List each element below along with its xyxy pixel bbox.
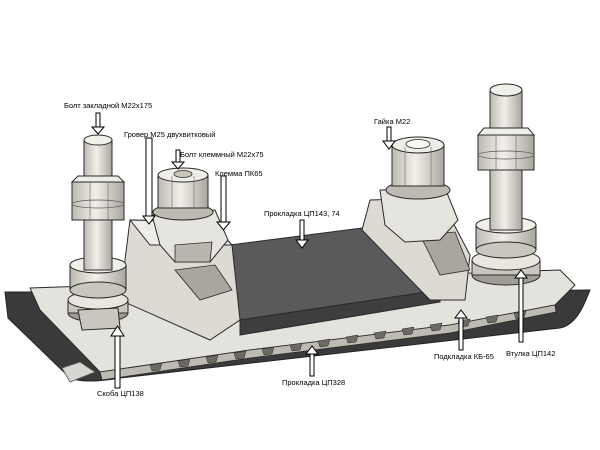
label-clamp: Клемма ПК65 bbox=[215, 169, 263, 178]
right-nut bbox=[385, 136, 451, 200]
arrow-bottom-pad bbox=[305, 345, 319, 377]
label-grover-washer: Гровер М25 двухвитковый bbox=[124, 130, 216, 139]
left-clamp bbox=[151, 209, 229, 263]
label-clamp-bolt: Болт клеммный М22х75 bbox=[180, 150, 264, 159]
arrow-rail-pad bbox=[295, 219, 309, 249]
label-anchor-bolt: Болт закладной М22х175 bbox=[64, 101, 153, 110]
arrow-clamp-bolt bbox=[170, 149, 186, 170]
right-anchor-bolt bbox=[471, 83, 541, 286]
arrow-bushing bbox=[514, 269, 528, 343]
callout-arrows bbox=[90, 112, 528, 389]
arrow-grover bbox=[142, 137, 156, 225]
label-nut: Гайка М22 bbox=[374, 117, 411, 126]
left-anchor-bolt bbox=[67, 134, 129, 331]
arrow-anchor-bolt bbox=[90, 112, 106, 135]
label-rail-pad-top: Прокладка ЦП143, 74 bbox=[264, 209, 340, 218]
left-clamp-bolt bbox=[152, 167, 214, 221]
label-tie-plate: Подкладка КБ-65 bbox=[434, 352, 494, 361]
label-bottom-pad: Прокладка ЦП328 bbox=[282, 378, 346, 387]
arrow-nut bbox=[382, 126, 396, 150]
arrow-tie-plate bbox=[454, 309, 468, 351]
arrow-clamp bbox=[215, 175, 232, 231]
label-bushing: Втулка ЦП142 bbox=[506, 349, 556, 358]
arrow-bracket bbox=[110, 325, 125, 389]
label-bracket: Скоба ЦП138 bbox=[97, 389, 144, 398]
